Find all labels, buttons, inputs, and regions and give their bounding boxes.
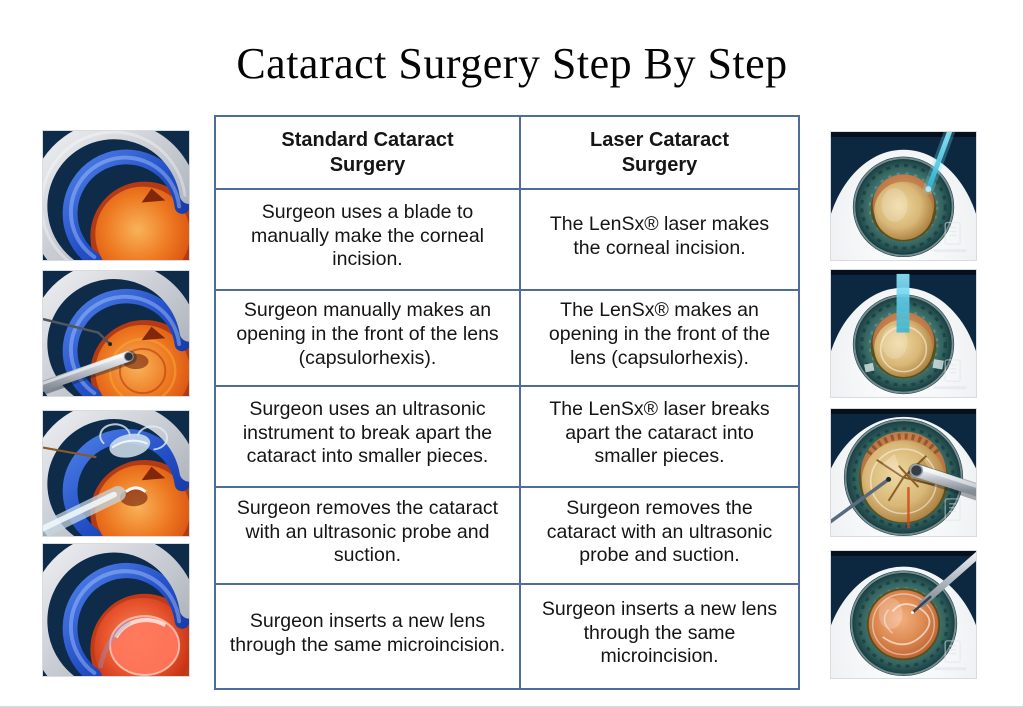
- illustration-eye-top-view-3: [830, 408, 977, 537]
- illustration-eye-top-view-2: [830, 269, 977, 398]
- table-cell-standard-step-2: Surgeon manually makes an opening in the…: [216, 291, 521, 387]
- table-cell-laser-step-3: The LenSx® laser breaks apart the catara…: [521, 387, 798, 488]
- table-cell-standard-step-3: Surgeon uses an ultrasonic instrument to…: [216, 387, 521, 488]
- page-title: Cataract Surgery Step By Step: [236, 39, 788, 88]
- column-header-laser: Laser Cataract Surgery: [521, 117, 798, 190]
- illustration-eye-top-view-4: [830, 550, 977, 679]
- table-cell-standard-step-4: Surgeon removes the cataract with an ult…: [216, 488, 521, 585]
- illustration-eye-top-view-1: [830, 131, 977, 261]
- table-cell-standard-step-1: Surgeon uses a blade to manually make th…: [216, 190, 521, 291]
- table-cell-laser-step-1: The LenSx® laser makes the corneal incis…: [521, 190, 798, 291]
- table-cell-laser-step-2: The LenSx® makes an opening in the front…: [521, 291, 798, 387]
- illustration-eye-cross-section-1: [42, 130, 190, 261]
- illustration-eye-cross-section-3: [42, 410, 190, 537]
- table-cell-standard-step-5: Surgeon inserts a new lens through the s…: [216, 585, 521, 688]
- illustration-eye-cross-section-4: [42, 543, 190, 677]
- table-cell-laser-step-5: Surgeon inserts a new lens through the s…: [541, 597, 778, 668]
- column-header-standard: Standard Cataract Surgery: [216, 117, 521, 190]
- illustration-eye-cross-section-2: [42, 270, 190, 397]
- table-cell-laser-step-4: Surgeon removes the cataract with an ult…: [521, 488, 798, 585]
- comparison-table: Standard Cataract Surgery Laser Cataract…: [214, 115, 800, 690]
